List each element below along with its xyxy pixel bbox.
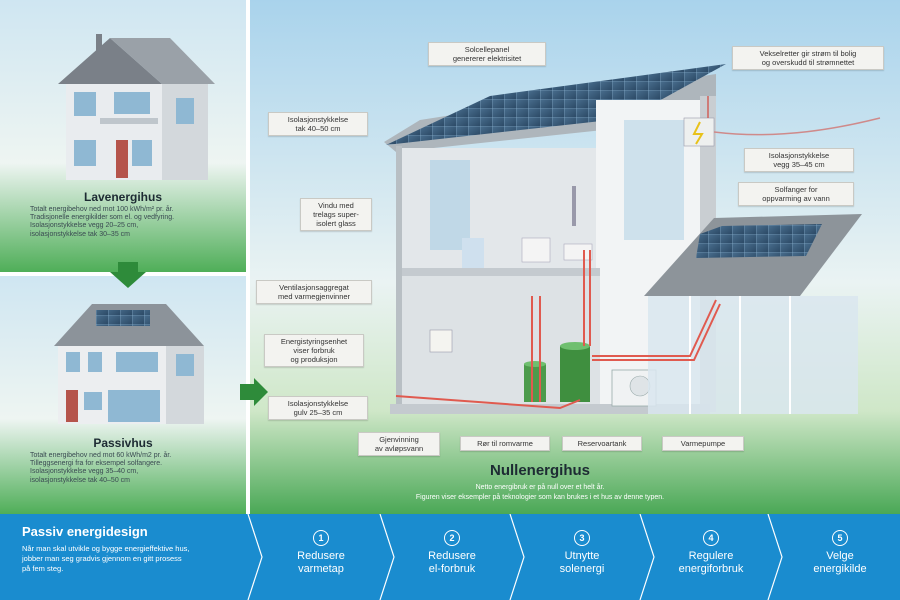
label-isolasjon-gulv: Isolasjonstykkelse gulv 25–35 cm [268, 396, 368, 420]
nullenergi-house [384, 64, 881, 414]
step-2-label: Redusere el-forbruk [428, 550, 476, 575]
label-varmepumpe: Varmepumpe [662, 436, 744, 451]
arrow-down-icon [110, 262, 146, 288]
step-4-label: Regulere energiforbruk [678, 550, 744, 575]
passiv-title: Passivhus [93, 436, 153, 450]
design-desc: Når man skal utvikle og bygge energieffe… [22, 544, 190, 573]
lavenergi-house [58, 34, 215, 180]
label-ventilasjon: Ventilasjonsaggregat med varmegjenvinner [256, 280, 372, 304]
step-dividers [247, 514, 783, 600]
step-5-number: 5 [832, 530, 848, 546]
lavenergi-desc: Totalt energibehov ned mot 100 kWh/m² pr… [30, 206, 175, 238]
label-energistyring: Energistyringsenhet viser forbruk og pro… [264, 334, 364, 367]
passiv-desc: Totalt energibehov ned mot 60 kWh/m2 pr.… [30, 452, 172, 484]
passiv-energidesign-band: Passiv energidesign Når man skal utvikle… [0, 514, 900, 600]
label-reservoartank: Reservoartank [562, 436, 642, 451]
label-vekselretter: Vekselretter gir strøm til bolig og over… [732, 46, 884, 70]
step-1-label: Redusere varmetap [297, 550, 345, 575]
label-romvarme: Rør til romvarme [460, 436, 550, 451]
step-1-number: 1 [313, 530, 329, 546]
step-3-label: Utnytte solenergi [559, 550, 605, 575]
passiv-house [54, 304, 204, 424]
label-isolasjon-vegg: Isolasjonstykkelse vegg 35–45 cm [744, 148, 854, 172]
label-solcellepanel: Solcellepanel genererer elektrisitet [428, 42, 546, 66]
step-3-number: 3 [574, 530, 590, 546]
nullenergi-desc-2: Figuren viser eksempler på teknologier s… [415, 494, 665, 501]
label-vindu: Vindu med trelags super- isolert glass [300, 198, 372, 231]
step-5-label: Velge energikilde [813, 550, 867, 575]
label-gjenvinning: Gjenvinning av avløpsvann [358, 432, 440, 456]
label-solfanger: Solfanger for oppvarming av vann [738, 182, 854, 206]
step-2-number: 2 [444, 530, 460, 546]
nullenergi-title: Nullenergihus [489, 462, 590, 479]
design-title: Passiv energidesign [22, 524, 148, 539]
lavenergi-title: Lavenergihus [83, 190, 163, 204]
step-4-number: 4 [703, 530, 719, 546]
nullenergi-desc-1: Netto energibruk er på null over et helt… [475, 484, 605, 491]
arrow-right-icon [240, 378, 268, 406]
label-isolasjon-tak: Isolasjonstykkelse tak 40–50 cm [268, 112, 368, 136]
illustration [0, 0, 900, 514]
